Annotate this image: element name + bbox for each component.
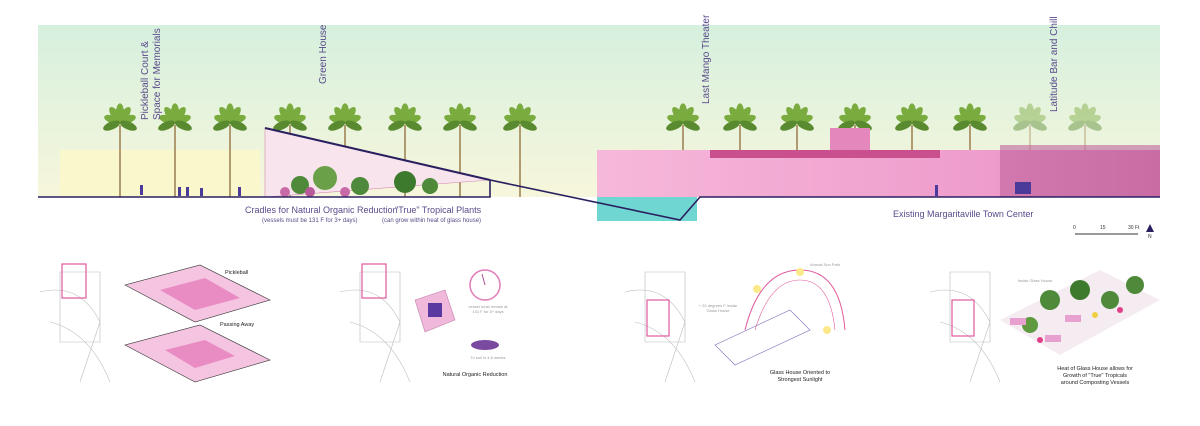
label-latitude-bar: Latitude Bar and Chill: [1049, 16, 1060, 112]
sun-path-note: Annual Sun Path: [809, 262, 841, 267]
palm-tree: [666, 103, 700, 197]
palm-tree: [213, 103, 247, 197]
nor-caption: Natural Organic Reduction: [442, 372, 508, 378]
cradles-note: (vessels must be 131 F for 3+ days): [262, 218, 358, 224]
label-last-mango-theater: Last Mango Theater: [701, 14, 712, 104]
soil-note: To soil in 4-6 weeks: [470, 355, 506, 360]
pool: [597, 197, 697, 221]
composting-vessel: [414, 289, 456, 333]
north-label: N: [1148, 234, 1152, 240]
cradles-title: Cradles for Natural Organic Reduction: [245, 205, 398, 215]
heat-note: + 20 degrees F inside Glass House: [698, 303, 738, 313]
plants-note: (can grow within heat of glass house): [382, 218, 482, 224]
theater-tower: [830, 128, 870, 150]
label-green-house: Green House: [318, 24, 329, 84]
palm-tree: [443, 103, 477, 197]
scale-tick: 15: [1100, 225, 1106, 231]
palm-tree: [1068, 103, 1102, 197]
glass-caption-line2: Strongest Sunlight: [777, 377, 823, 383]
scale-tick: 0: [1073, 225, 1076, 231]
heat-caption-line3: around Composting Vessels: [1060, 380, 1130, 386]
theater-roof: [710, 150, 940, 158]
label-pickleball-court: Pickleball Court &: [140, 41, 151, 120]
palm-trees: [103, 103, 1102, 197]
sun-path-diagram: [714, 268, 846, 366]
heat-caption-line1: Heat of Glass House allows for: [1057, 366, 1133, 372]
heat-caption-line2: Growth of "True" Tropicals: [1063, 373, 1127, 379]
north-arrow-icon: [1146, 224, 1154, 232]
glass-caption-line1: Glass House Oriented to: [769, 370, 831, 376]
passing-away-label: Passing Away: [220, 322, 255, 328]
soil-pile: [471, 340, 499, 350]
plants-title: "True" Tropical Plants: [395, 205, 482, 215]
pickleball-label: Pickleball: [225, 270, 249, 276]
palm-tree: [103, 103, 137, 197]
scale-tick: 30 Ft: [1128, 225, 1140, 231]
pickleball-glow: [60, 150, 260, 197]
palm-tree: [158, 103, 192, 197]
tropical-garden-axon: [1000, 270, 1160, 355]
green-house-roof: [264, 127, 491, 181]
passing-away-axon: [124, 324, 271, 383]
site-plans: [39, 263, 1001, 383]
gauge-note: vessel must remain at 131 F for 3+ days: [468, 304, 508, 314]
inside-glass-house-note: Inside Glass House: [1017, 278, 1053, 283]
people: [140, 182, 1031, 196]
pickleball-axon: [124, 264, 271, 323]
label-space-for-memorials: Space for Memorials: [152, 28, 163, 120]
palm-tree: [953, 103, 987, 197]
ground-line: [38, 179, 1160, 221]
town-center-label: Existing Margaritaville Town Center: [893, 209, 1034, 219]
temperature-gauge-icon: [469, 269, 501, 301]
green-house-plants: [280, 166, 438, 197]
palm-tree: [503, 103, 537, 197]
